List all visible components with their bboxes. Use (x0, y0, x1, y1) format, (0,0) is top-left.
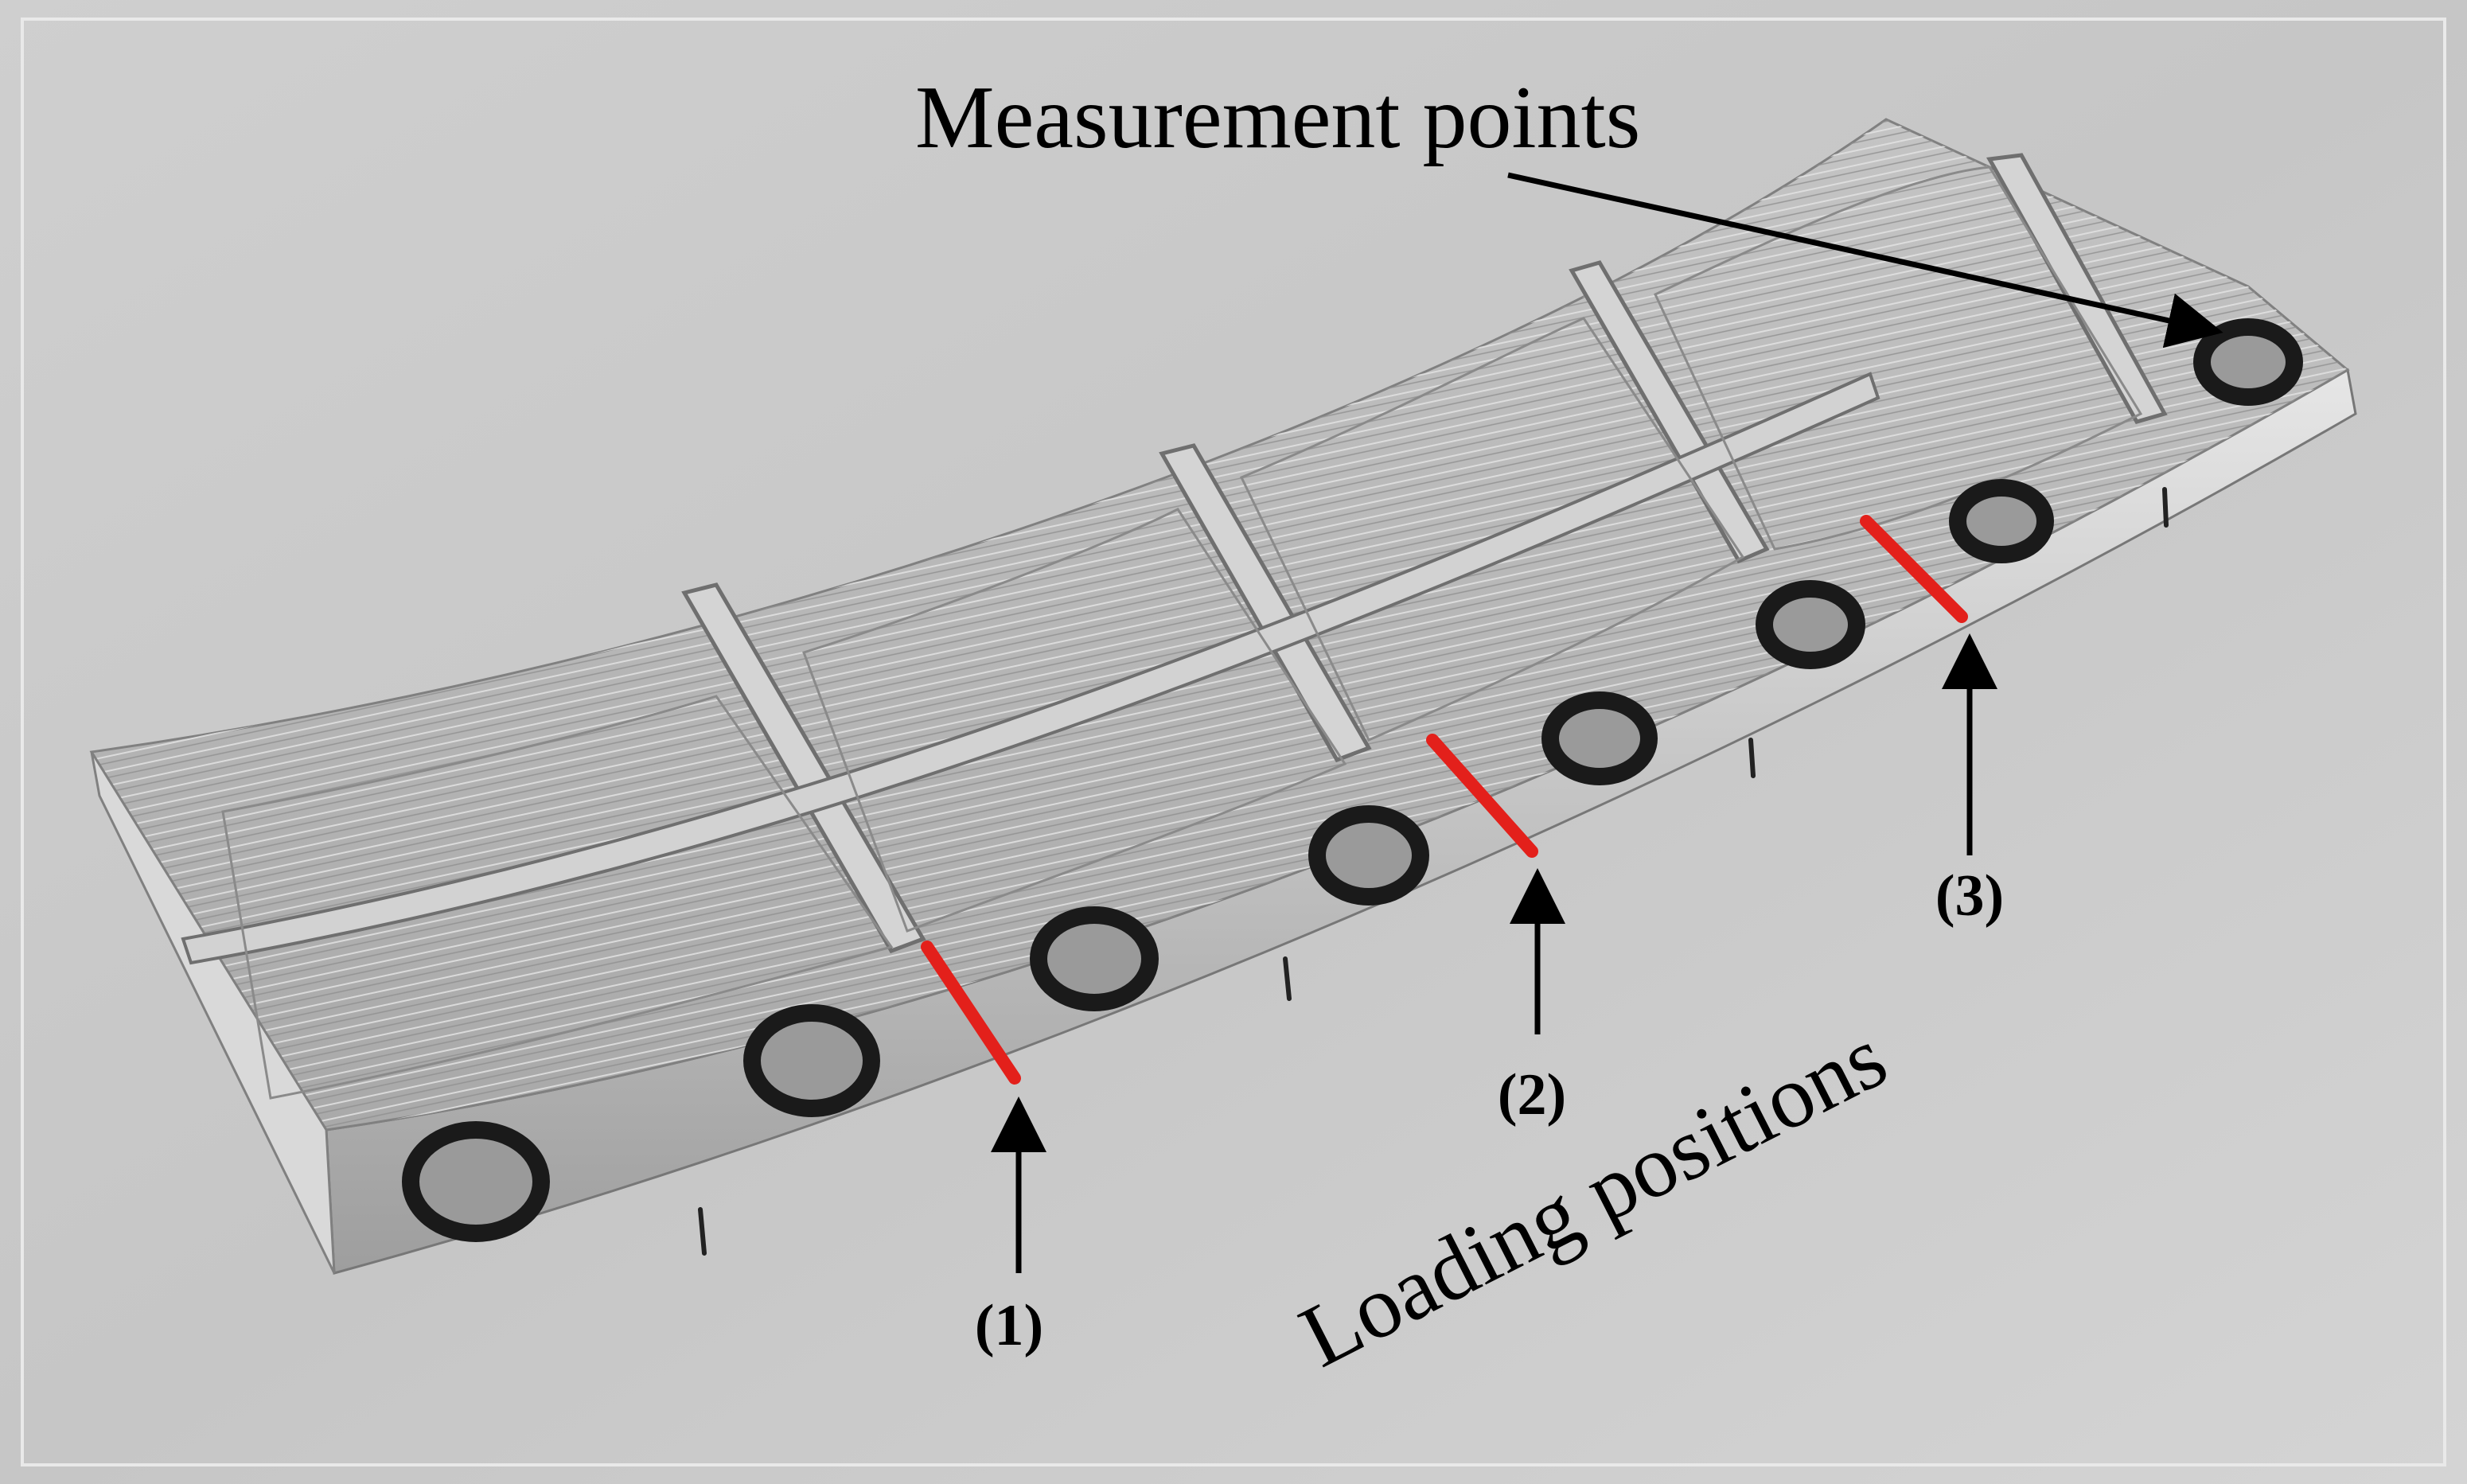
label-loading-2: (2) (1498, 1062, 1566, 1128)
scribe-marks (698, 487, 2169, 1256)
loading-lines (921, 515, 1968, 1085)
annotation-arrows (991, 172, 2223, 1273)
rib-4 (1986, 153, 2168, 424)
rib-longitudinal (181, 372, 1880, 965)
label-loading-1: (1) (975, 1293, 1043, 1358)
measurement-point-7 (1949, 479, 2054, 563)
stiffener-ribs (681, 153, 2168, 954)
measurement-point-4 (1308, 805, 1429, 906)
measurement-point-3 (1030, 906, 1159, 1011)
rib-1 (681, 582, 926, 954)
measurement-point-6 (1756, 580, 1865, 669)
plate-milling-texture (92, 119, 2348, 1130)
measurement-point-2 (743, 1004, 880, 1117)
label-loading-3: (3) (1935, 863, 2004, 929)
measurement-point-1 (402, 1121, 550, 1242)
arrow-measurement-points (1507, 172, 2223, 349)
measurement-point-8 (2193, 318, 2303, 406)
loading-line-2 (1426, 734, 1538, 858)
rib-2 (1159, 443, 1372, 763)
measurement-markers (402, 318, 2303, 1242)
measurement-point-5 (1541, 691, 1658, 785)
loading-line-3 (1860, 515, 1968, 623)
image-border (21, 18, 2446, 1466)
plate-left-end (90, 751, 336, 1274)
label-measurement-points: Measurement points (915, 68, 1640, 167)
loading-line-1 (921, 941, 1021, 1085)
